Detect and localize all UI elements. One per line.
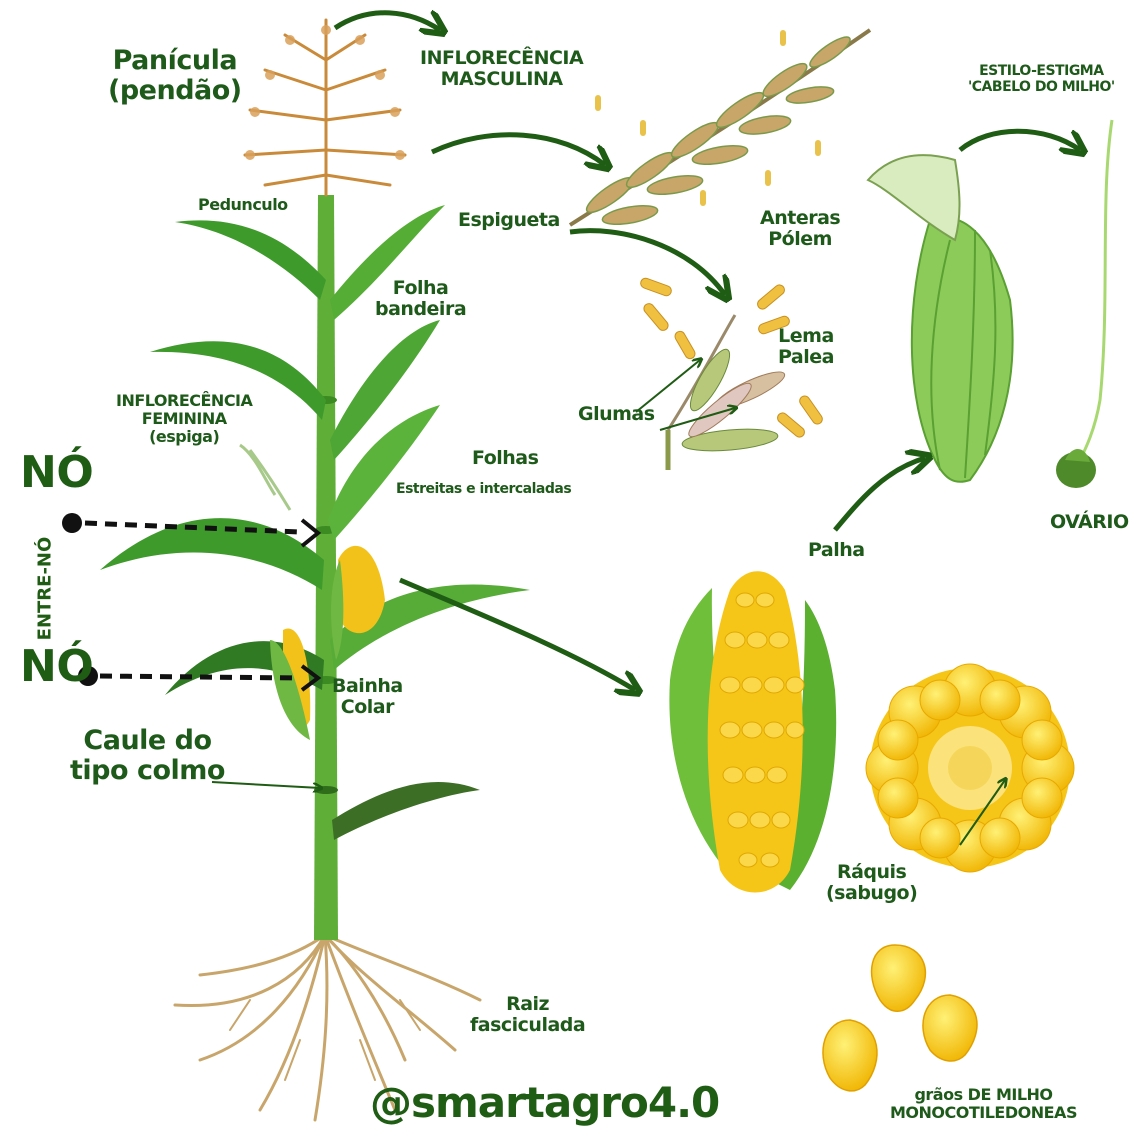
cob-cross-section: [866, 664, 1074, 872]
kernels: [823, 945, 977, 1091]
label-node-top: NÓ: [20, 448, 93, 497]
label-internode: ENTRE-NÓ: [35, 534, 56, 644]
label-inflorescence-male: INFLORECÊNCIAMASCULINA: [420, 48, 583, 91]
label-ovario: OVÁRIO: [1050, 512, 1129, 533]
male-spike: [570, 30, 870, 228]
label-bainha-colar: BainhaColar: [332, 676, 403, 719]
tassel: [245, 20, 405, 195]
label-panicula: Panícula(pendão): [108, 46, 242, 106]
label-graos: grãos DE MILHOMONOCOTILEDONEAS: [890, 1086, 1077, 1122]
label-palha: Palha: [808, 540, 865, 561]
label-lema-palea: LemaPalea: [778, 326, 834, 369]
label-inflorescence-female: INFLORECÊNCIAFEMININA(espiga): [116, 392, 252, 446]
label-caule: Caule dotipo colmo: [70, 726, 225, 786]
female-ear-detail: [868, 120, 1112, 488]
corn-cob: [669, 571, 836, 892]
label-folhas-sub: Estreitas e intercaladas: [396, 482, 571, 498]
label-folhas: Folhas: [472, 448, 538, 469]
label-folha-bandeira: Folhabandeira: [375, 278, 466, 321]
label-glumas: Glumas: [578, 404, 655, 425]
label-raquis: Ráquis(sabugo): [826, 862, 917, 905]
label-raiz: Raizfasciculada: [470, 994, 585, 1037]
label-pedunculo: Pedunculo: [198, 196, 288, 214]
label-node-bottom: NÓ: [20, 642, 93, 691]
label-style-stigma: ESTILO-ESTIGMA'CABELO DO MILHO': [968, 64, 1115, 95]
label-espigueta: Espigueta: [458, 210, 560, 231]
spikelet-detail: [639, 277, 824, 470]
watermark-handle: @smartagro4.0: [370, 1078, 719, 1127]
label-anteras-polem: AnterasPólem: [760, 208, 840, 251]
